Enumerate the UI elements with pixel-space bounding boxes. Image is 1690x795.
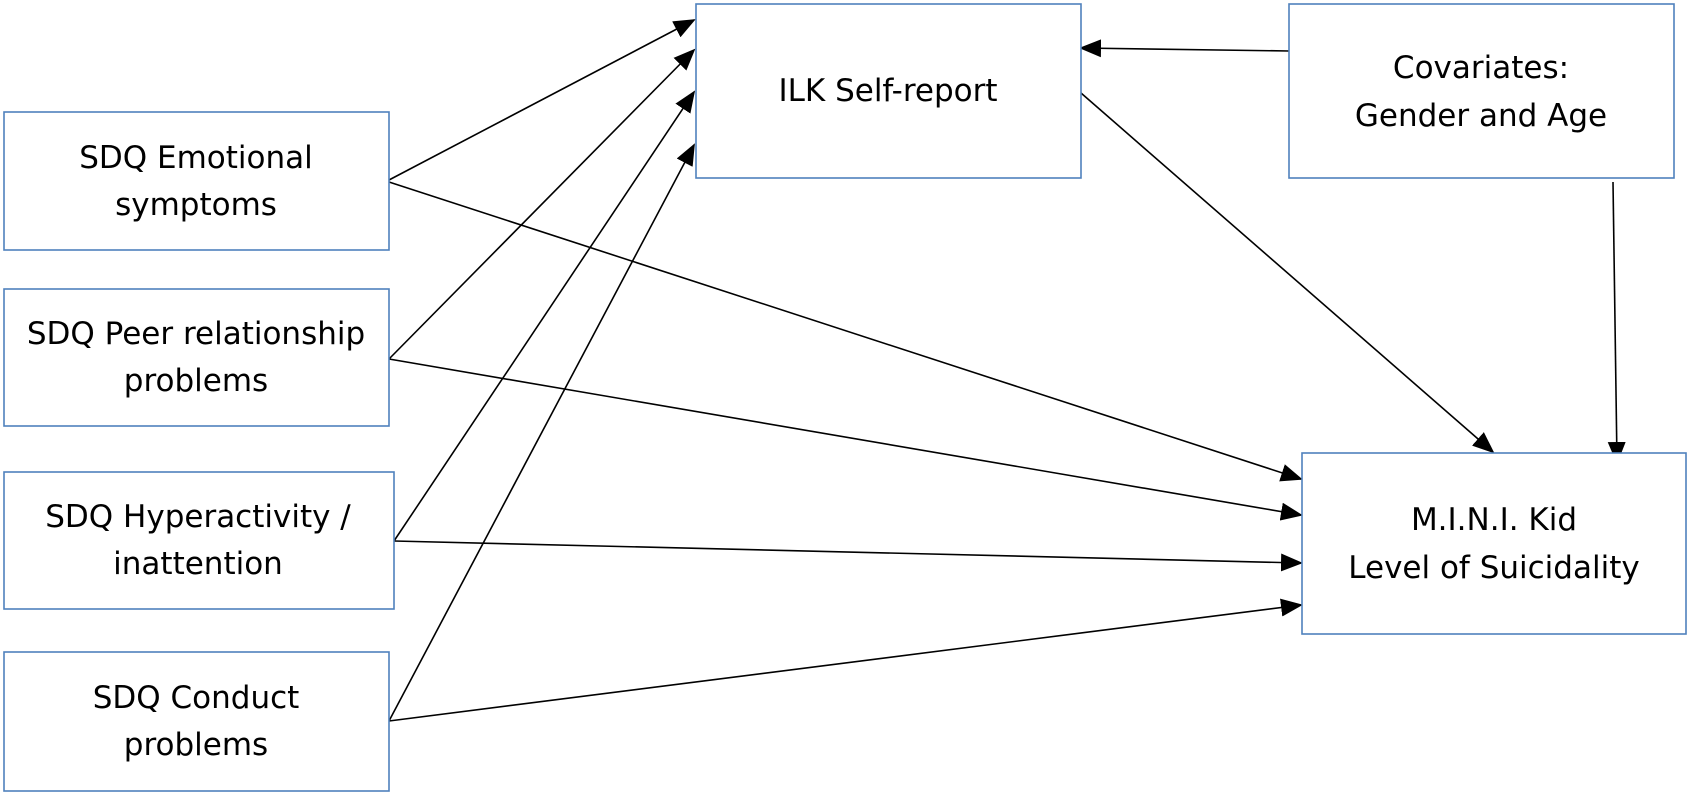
node-label: inattention (113, 546, 283, 582)
edge-covariates-to-mini (1607, 181, 1626, 464)
node-label: problems (124, 363, 268, 399)
node-label: SDQ Emotional (79, 140, 313, 176)
node-label: problems (124, 727, 268, 763)
node-box (3, 471, 395, 610)
node-label: ILK Self-report (778, 73, 997, 109)
node-label: Covariates: (1393, 50, 1569, 86)
edge-ilk-to-mini (1080, 92, 1495, 454)
node-label: M.I.N.I. Kid (1411, 502, 1577, 538)
node-mini-kid-suicidality: M.I.N.I. Kid Level of Suicidality (1301, 452, 1687, 635)
node-box (1301, 452, 1687, 635)
node-box (1288, 3, 1675, 179)
node-label: symptoms (115, 187, 277, 223)
node-box (3, 111, 390, 251)
node-covariates-gender-age: Covariates: Gender and Age (1288, 3, 1675, 179)
edge-hyper-to-ilk (393, 90, 696, 542)
node-label: SDQ Peer relationship (27, 316, 365, 352)
edge-peer-to-mini (388, 358, 1303, 521)
node-sdq-emotional-symptoms: SDQ Emotional symptoms (3, 111, 390, 251)
edge-peer-to-ilk (388, 48, 696, 360)
node-box (3, 288, 390, 427)
edge-conduct-to-mini (388, 598, 1303, 722)
node-box (695, 3, 1082, 179)
node-sdq-hyperactivity-inattention: SDQ Hyperactivity / inattention (3, 471, 395, 610)
edge-emotional-to-ilk (388, 19, 696, 181)
node-ilk-self-report: ILK Self-report (695, 3, 1082, 179)
edge-covariates-to-ilk (1079, 39, 1290, 58)
node-box (3, 651, 390, 792)
edge-hyper-to-mini (393, 540, 1303, 572)
edge-conduct-to-ilk (388, 143, 695, 722)
edge-emotional-to-mini (388, 181, 1303, 482)
node-label: SDQ Conduct (93, 680, 300, 716)
node-label: SDQ Hyperactivity / (45, 499, 351, 535)
node-label: Level of Suicidality (1348, 550, 1639, 586)
node-label: Gender and Age (1355, 98, 1607, 134)
node-sdq-peer-relationship-problems: SDQ Peer relationship problems (3, 288, 390, 427)
edges (388, 19, 1626, 722)
node-sdq-conduct-problems: SDQ Conduct problems (3, 651, 390, 792)
